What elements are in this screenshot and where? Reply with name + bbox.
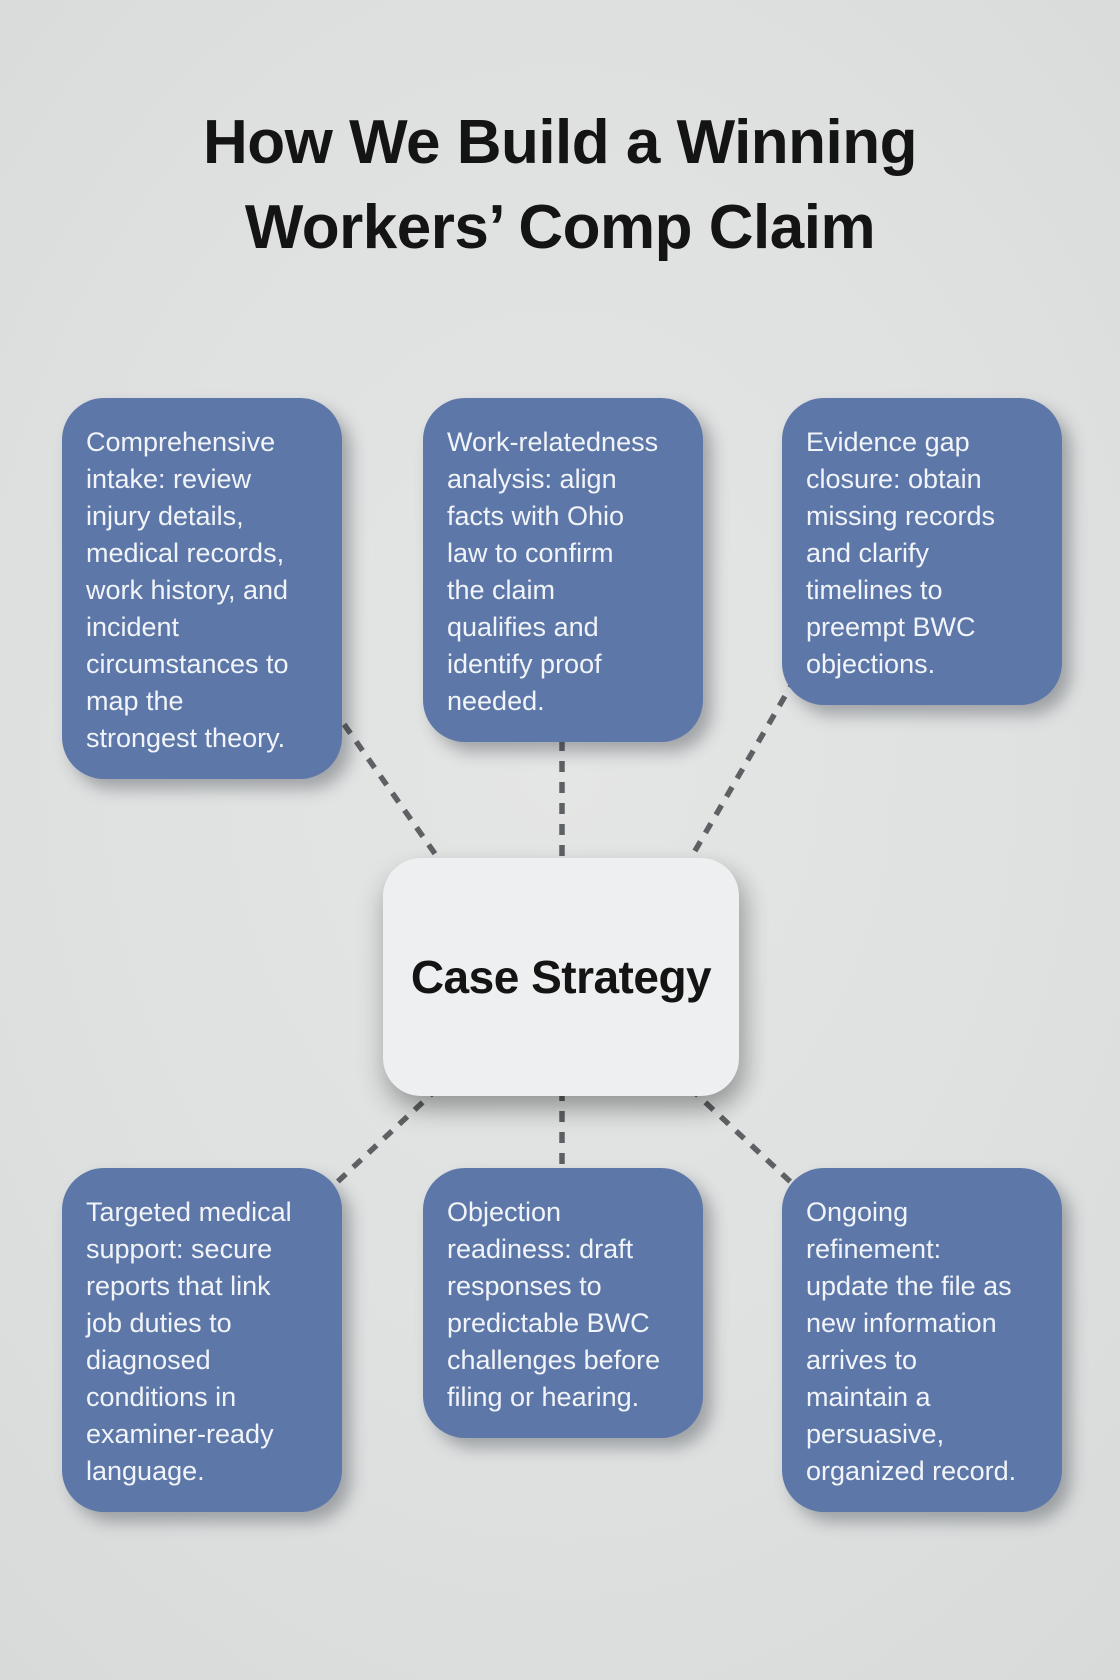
- node-objection-readiness: Objection readiness: draft responses to …: [423, 1168, 703, 1438]
- center-node-case-strategy: Case Strategy: [383, 858, 739, 1096]
- node-comprehensive-intake-text: Comprehensive intake: review injury deta…: [86, 427, 289, 753]
- connector-line-medical-support: [316, 1085, 440, 1203]
- node-evidence-gap-closure: Evidence gap closure: obtain missing rec…: [782, 398, 1062, 705]
- node-targeted-medical-support-text: Targeted medical support: secure reports…: [86, 1197, 292, 1486]
- connector-line-evidence-gap: [682, 658, 809, 870]
- node-targeted-medical-support: Targeted medical support: secure reports…: [62, 1168, 342, 1512]
- node-comprehensive-intake: Comprehensive intake: review injury deta…: [62, 398, 342, 779]
- node-evidence-gap-closure-text: Evidence gap closure: obtain missing rec…: [806, 427, 996, 679]
- center-node-label: Case Strategy: [410, 951, 712, 1003]
- connector-line-ongoing-refinement: [688, 1085, 812, 1203]
- node-ongoing-refinement-text: Ongoing refinement: update the file as n…: [806, 1197, 1017, 1486]
- node-ongoing-refinement: Ongoing refinement: update the file as n…: [782, 1168, 1062, 1512]
- page-title-line-1: How We Build a Winning: [202, 108, 918, 177]
- node-work-relatedness-analysis-text: Work-relatedness analysis: align facts w…: [447, 427, 659, 716]
- page-title: How We Build a Winning Workers’ Comp Cla…: [0, 100, 1120, 270]
- page-title-line-2: Workers’ Comp Claim: [244, 193, 876, 262]
- node-work-relatedness-analysis: Work-relatedness analysis: align facts w…: [423, 398, 703, 742]
- node-objection-readiness-text: Objection readiness: draft responses to …: [447, 1197, 661, 1412]
- connector-line-intake: [317, 688, 448, 870]
